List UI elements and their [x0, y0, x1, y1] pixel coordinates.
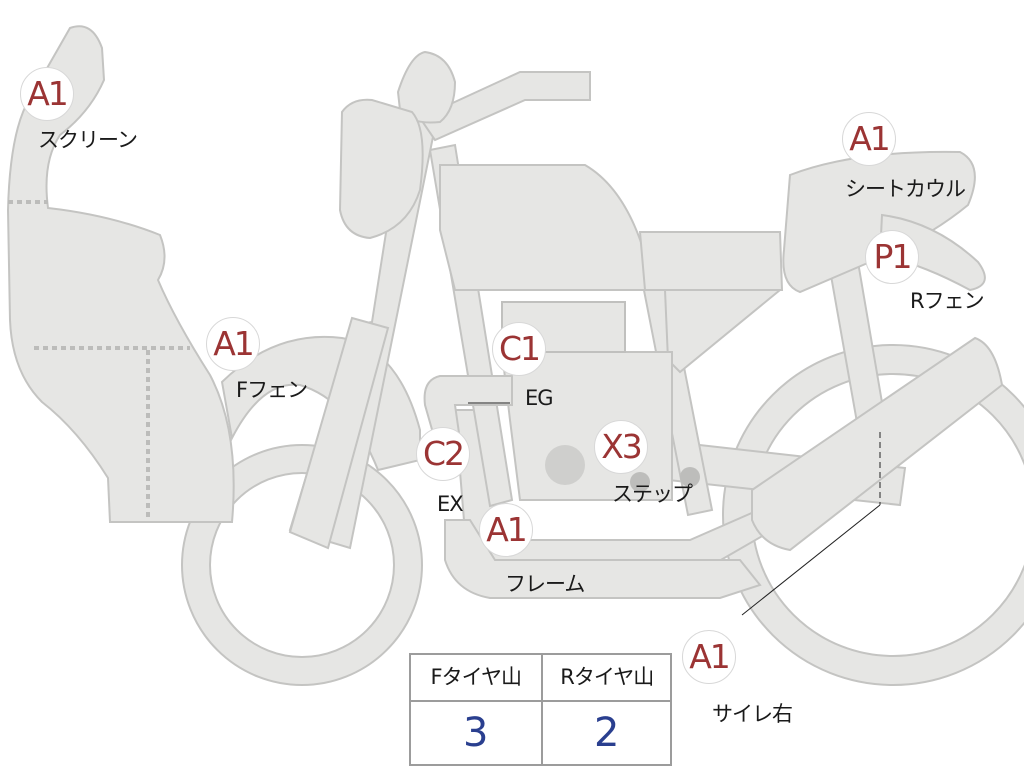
front-wheel: [181, 444, 423, 686]
f-fender-label: Fフェン: [236, 378, 308, 402]
silencer-right-marker: A1: [682, 630, 736, 684]
engine-marker: C1: [492, 322, 546, 376]
front-tire-header: Fタイヤ山: [430, 665, 522, 689]
screen-label: スクリーン: [38, 128, 138, 152]
r-fender-marker: P1: [865, 230, 919, 284]
muffler-shape: [751, 336, 1004, 552]
front-tire-value: 3: [463, 710, 489, 756]
fork-lower-shape: [288, 316, 390, 550]
frame-marker: A1: [479, 503, 533, 557]
step-peg-left: [630, 472, 650, 492]
seat-cowl-marker: A1: [842, 112, 896, 166]
seat-lower-shape: [663, 289, 783, 374]
fairing-shape: [6, 25, 235, 523]
exhaust-marker: C2: [416, 427, 470, 481]
silencer-right-label: サイレ右: [712, 702, 793, 726]
silencer-leader-diagonal: [741, 504, 881, 616]
rear-tire-value: 2: [594, 710, 620, 756]
handlebar-shape: [418, 71, 591, 142]
frame-label: フレーム: [505, 572, 585, 596]
instrument-shape: [338, 98, 424, 240]
engine-cover-shape: [545, 445, 585, 485]
f-fender-marker: A1: [206, 317, 260, 371]
step-label: ステップ: [612, 482, 693, 506]
table-divider-horizontal: [411, 700, 670, 702]
exhaust-pipe-shape: [423, 375, 513, 441]
frame-bottom-shape: [444, 519, 762, 599]
step-peg-right: [680, 467, 700, 487]
engine-label: EG: [525, 386, 554, 410]
exhaust-label: EX: [437, 492, 464, 516]
r-fender-label: Rフェン: [910, 289, 985, 313]
seat-cowl-label: シートカウル: [845, 177, 966, 201]
rear-tire-header: Rタイヤ山: [560, 665, 654, 689]
tire-tread-table: Fタイヤ山 Rタイヤ山 3 2: [409, 653, 672, 766]
screen-marker: A1: [20, 67, 74, 121]
headlight-shape: [396, 50, 457, 124]
table-divider-vertical: [541, 655, 543, 764]
step-marker: X3: [594, 420, 648, 474]
fuel-tank-shape: [439, 164, 650, 291]
seat-shape: [638, 231, 784, 291]
